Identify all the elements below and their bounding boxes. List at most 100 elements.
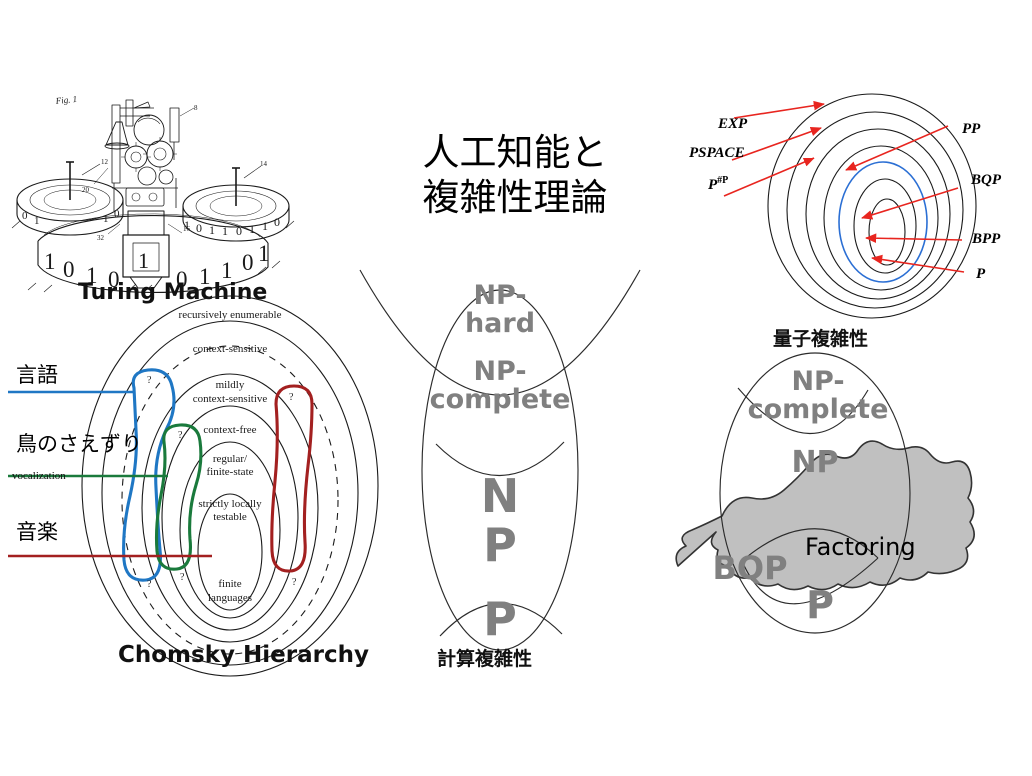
svg-text:Fig. 1: Fig. 1	[54, 94, 77, 106]
svg-text:0: 0	[22, 210, 28, 222]
chomsky-hierarchy-caption: Chomsky Hierarchy	[118, 642, 369, 668]
chomsky-ring-regular	[161, 405, 299, 631]
label-np-bqp: NP	[791, 445, 839, 480]
quantum-ring-p	[868, 198, 906, 266]
quantum-ring-pspace	[786, 111, 964, 309]
svg-text:1: 1	[103, 213, 109, 225]
svg-text:1: 1	[44, 249, 56, 274]
quantum-ring-bpp	[853, 178, 917, 274]
chomsky-label-finite-languages-1: finite	[218, 578, 241, 590]
svg-text:0: 0	[176, 267, 188, 292]
arrow-exp	[733, 100, 825, 119]
quantum-ring-bqp	[838, 161, 928, 283]
chomsky-label-recursively-enumerable: recursively enumerable	[179, 309, 282, 321]
svg-text:16: 16	[183, 225, 191, 233]
svg-text:0: 0	[108, 267, 120, 292]
svg-text:32: 32	[97, 234, 105, 242]
svg-text:0: 0	[274, 215, 280, 229]
label-birdsong-text: 鳥のさえずり	[16, 432, 142, 456]
np-complete-line1: NP-	[473, 356, 527, 387]
quantum-complexity-diagram	[676, 86, 1026, 326]
chomsky-label-mildly-cs-2: context-sensitive	[193, 393, 268, 405]
svg-text:0: 0	[242, 250, 254, 275]
domain-loop-language	[122, 368, 176, 582]
label-factoring: Factoring	[805, 533, 916, 561]
chomsky-label-context-sensitive: context-sensitive	[193, 343, 268, 355]
svg-text:1: 1	[199, 264, 211, 289]
arrow-bpp	[865, 233, 963, 244]
question-mark: ?	[292, 577, 297, 588]
label-language: 言語	[16, 363, 58, 387]
quantum-ring-psharp	[805, 128, 951, 300]
label-p-bqp: P	[806, 583, 834, 627]
arrow-p	[871, 254, 965, 273]
svg-text:1: 1	[34, 215, 40, 227]
quantum-label-pp: PP	[962, 121, 981, 137]
arrow-psharp	[723, 157, 815, 197]
label-vocalization: vocalization	[12, 470, 66, 482]
chomsky-label-finite-languages-2: languages	[208, 592, 252, 604]
np-ellipse-bqp	[719, 352, 911, 634]
question-mark: ?	[147, 579, 152, 590]
chomsky-label-regular-1: regular/	[213, 453, 248, 465]
chomsky-label-strictly-local-1: strictly locally	[198, 498, 262, 510]
label-music: 音楽	[16, 520, 58, 544]
chomsky-ring-re	[81, 295, 379, 677]
chomsky-ring-context-free	[141, 373, 319, 643]
label-np-complete-bqp: NP- complete	[738, 368, 898, 423]
title-line-1: 人工知能と	[422, 131, 608, 174]
chomsky-ring-cs	[101, 320, 359, 666]
chomsky-label-strictly-local-2: testable	[213, 511, 247, 523]
chomsky-ring-finite-languages	[197, 493, 263, 611]
np-line2: P	[483, 517, 517, 572]
np-ellipse	[421, 289, 579, 651]
quantum-label-exp: EXP	[718, 116, 748, 132]
quantum-ring-pp	[823, 145, 939, 291]
title-line-2: 複雑性理論	[422, 176, 608, 220]
svg-text:1: 1	[184, 218, 190, 232]
chomsky-hierarchy-diagram: ? ? ? ? ? ? recursively enumerable conte…	[70, 290, 390, 680]
svg-text:8: 8	[194, 104, 198, 112]
np-line1: N	[480, 469, 520, 523]
label-np: N P	[460, 472, 540, 570]
computational-complexity-diagram	[340, 260, 660, 660]
svg-text:0: 0	[196, 221, 202, 235]
np-hard-line2: hard	[464, 307, 536, 339]
svg-text:1: 1	[86, 263, 98, 288]
arrow-pp	[845, 125, 949, 171]
quantum-ring-exp	[767, 93, 977, 319]
label-np-complete: NP- complete	[410, 358, 590, 413]
np-hard-boundary	[359, 269, 641, 396]
np-complete-bqp-line2: complete	[747, 393, 889, 425]
svg-text:0: 0	[236, 224, 242, 238]
question-mark: ?	[178, 430, 183, 441]
svg-text:14: 14	[260, 160, 268, 168]
turing-machine-caption: Turing Machine	[78, 280, 268, 305]
svg-text:1: 1	[138, 248, 149, 273]
chomsky-ring-mildly-cs	[121, 345, 339, 655]
domain-connector-lines	[0, 360, 212, 560]
question-mark: ?	[147, 375, 152, 386]
label-np-hard: NP- hard	[430, 282, 570, 337]
domain-loop-music	[270, 384, 314, 573]
chomsky-label-context-free: context-free	[203, 424, 256, 436]
label-p: P	[483, 592, 517, 646]
question-mark: ?	[289, 392, 294, 403]
np-complete-boundary-bqp	[737, 387, 869, 435]
quantum-label-p: P	[976, 266, 986, 282]
np-complete-line2: complete	[429, 383, 571, 415]
p-boundary	[439, 603, 563, 637]
svg-text:1: 1	[249, 222, 255, 236]
svg-text:1: 1	[262, 219, 268, 233]
chomsky-label-regular-2: finite-state	[206, 466, 253, 478]
svg-text:20: 20	[82, 186, 90, 194]
np-hard-line1: NP-	[473, 280, 527, 311]
svg-text:1: 1	[222, 224, 228, 238]
svg-text:0: 0	[114, 208, 120, 220]
label-bqp-region: BQP	[712, 549, 788, 587]
domain-loop-birdsong	[154, 423, 203, 571]
svg-text:1: 1	[221, 258, 233, 283]
arrow-bqp	[861, 187, 959, 220]
